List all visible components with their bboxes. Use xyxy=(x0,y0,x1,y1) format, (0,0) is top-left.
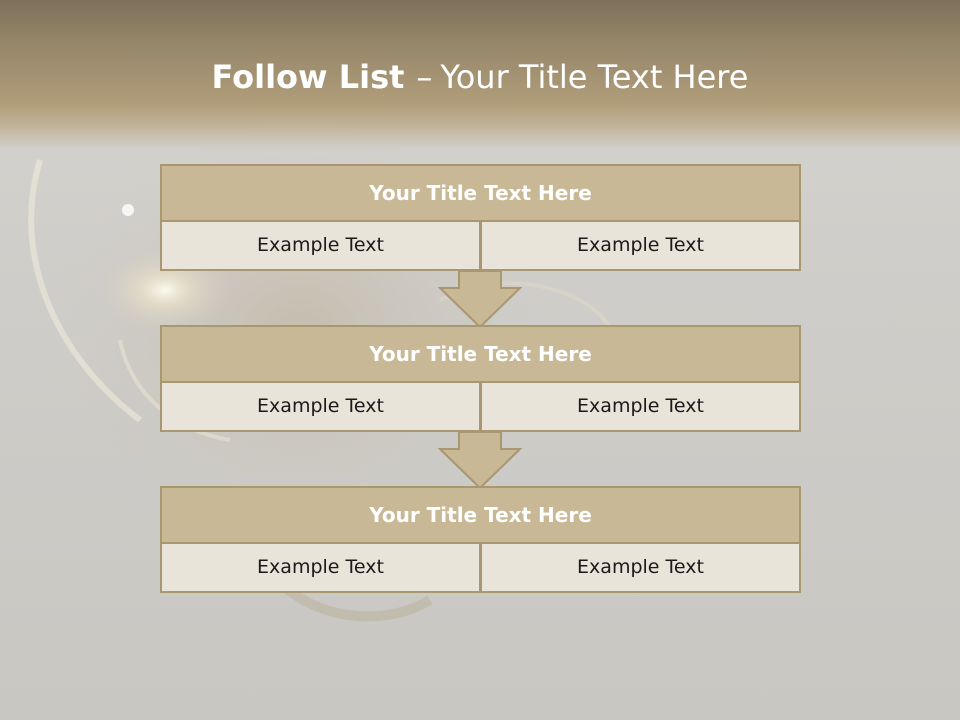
slide-title: Follow List–Your Title Text Here xyxy=(0,55,960,99)
block-title: Your Title Text Here xyxy=(160,164,801,222)
block-left-cell: Example Text xyxy=(160,542,481,593)
down-arrow-2 xyxy=(438,431,522,489)
block-title: Your Title Text Here xyxy=(160,325,801,383)
down-arrow-1 xyxy=(438,270,522,328)
title-rest-text: Your Title Text Here xyxy=(440,58,749,96)
block-right-cell: Example Text xyxy=(480,220,801,271)
title-separator: – xyxy=(416,58,433,96)
title-strong-text: Follow List xyxy=(211,58,405,96)
block-title: Your Title Text Here xyxy=(160,486,801,544)
block-left-cell: Example Text xyxy=(160,381,481,432)
block-left-cell: Example Text xyxy=(160,220,481,271)
block-right-cell: Example Text xyxy=(480,381,801,432)
block-right-cell: Example Text xyxy=(480,542,801,593)
